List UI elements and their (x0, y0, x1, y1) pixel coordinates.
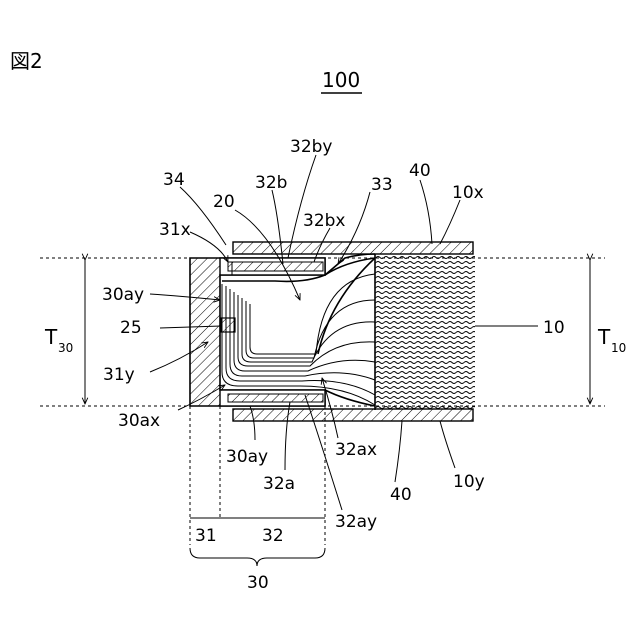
label-31y: 31y (103, 365, 135, 385)
label-10: 10 (543, 318, 565, 338)
label-10x: 10x (452, 183, 484, 203)
dimension-t30: T 30 (44, 260, 85, 404)
cover-40-top (233, 242, 473, 254)
svg-text:10: 10 (611, 341, 626, 355)
assembly-label: 100 (322, 68, 360, 92)
label-31: 31 (195, 526, 217, 546)
label-31x: 31x (159, 220, 191, 240)
dimension-t10: T 10 (590, 260, 626, 404)
figure-label: 図2 (10, 49, 43, 73)
label-10y: 10y (453, 472, 485, 492)
label-30ax: 30ax (118, 411, 160, 431)
cover-40-bottom (233, 409, 473, 421)
label-40-top: 40 (409, 161, 431, 181)
label-20: 20 (213, 192, 235, 212)
part-labels: 32by 34 32b 33 40 10x 20 32bx 31x 30ay 2… (102, 137, 565, 593)
label-32ay: 32ay (335, 512, 377, 532)
label-32b: 32b (255, 173, 287, 193)
label-34: 34 (163, 170, 185, 190)
label-32ax: 32ax (335, 440, 377, 460)
label-30ay-bottom: 30ay (226, 447, 268, 467)
label-30ay-top: 30ay (102, 285, 144, 305)
label-32: 32 (262, 526, 284, 546)
label-33: 33 (371, 175, 393, 195)
tab-bundle-20 (222, 254, 375, 405)
tab-lead-lower (325, 390, 375, 406)
label-32by: 32by (290, 137, 332, 157)
svg-text:30: 30 (58, 341, 73, 355)
electrode-body-10 (375, 254, 475, 410)
label-32a: 32a (263, 474, 295, 494)
svg-text:T: T (44, 325, 58, 349)
svg-text:T: T (597, 325, 611, 349)
label-25: 25 (120, 318, 142, 338)
seal-25 (221, 318, 235, 332)
label-30: 30 (247, 573, 269, 593)
label-40-bottom: 40 (390, 485, 412, 505)
tab-lead-33 (325, 258, 375, 275)
label-32bx: 32bx (303, 211, 345, 231)
